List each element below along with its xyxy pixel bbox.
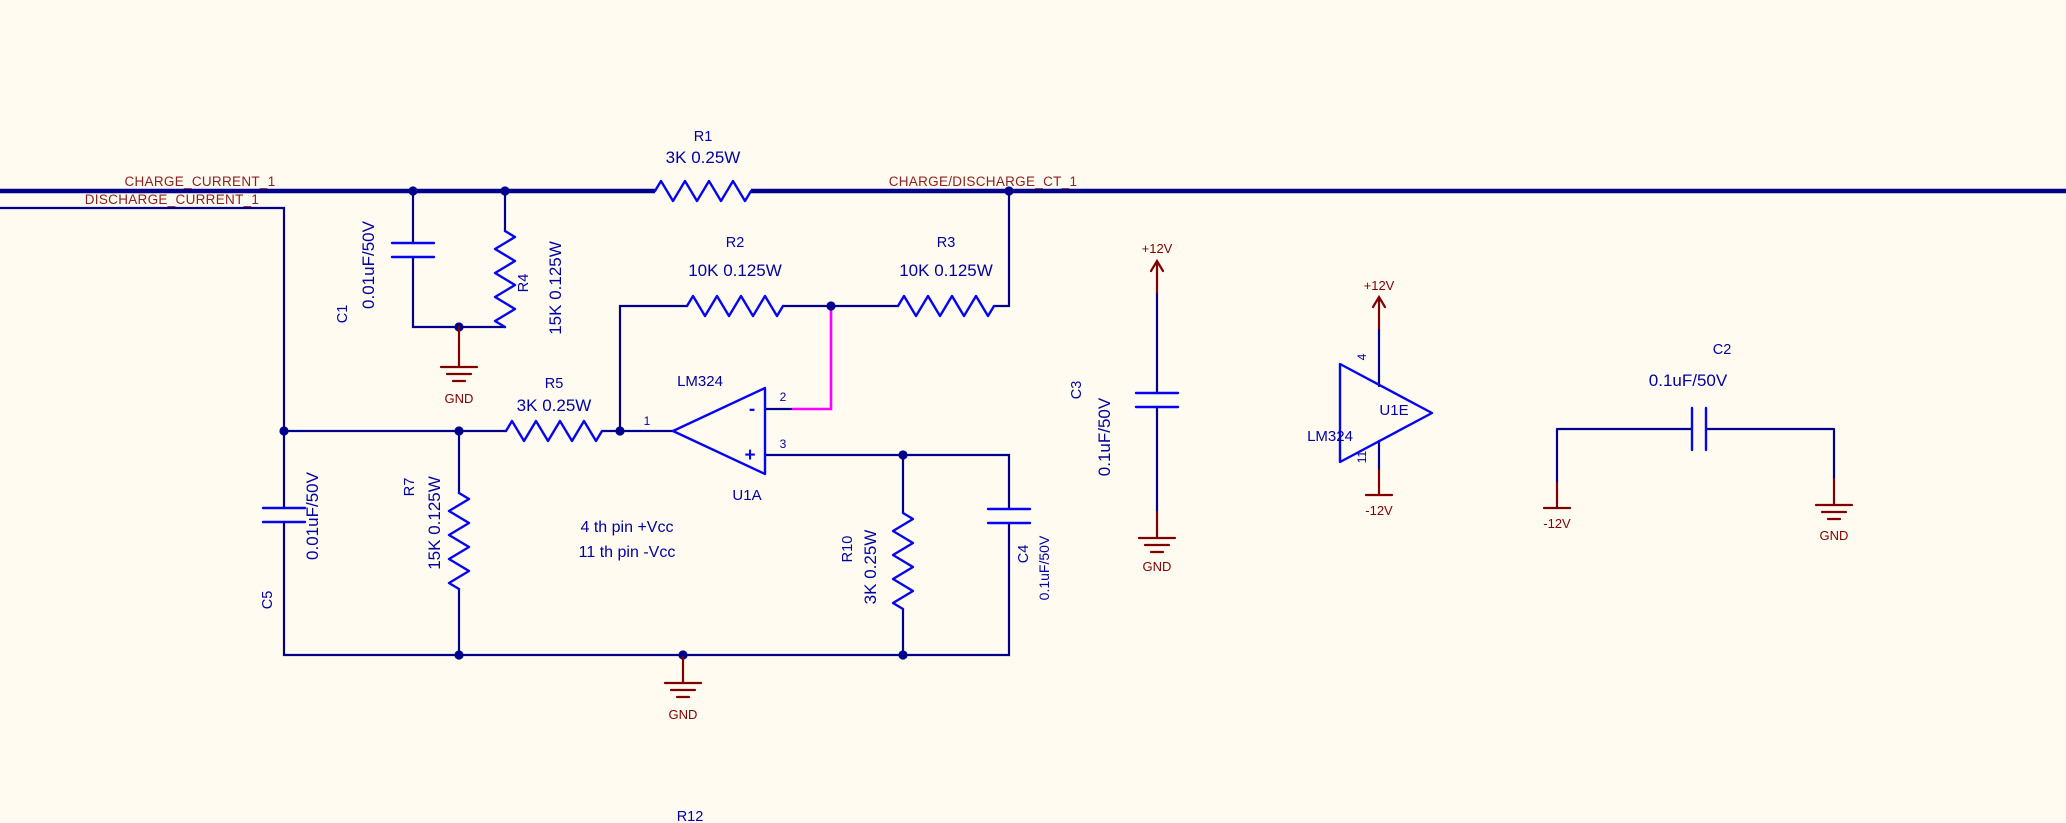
- note-vcc-line1[interactable]: 4 th pin +Vcc: [581, 519, 674, 536]
- wire-discharge-current[interactable]: [0, 206, 286, 510]
- junctions: [279, 186, 1014, 660]
- junction-dot[interactable]: [279, 426, 289, 436]
- value-label-R5[interactable]: 3K 0.25W: [517, 396, 592, 415]
- ref-label-C4[interactable]: C4: [1016, 545, 1032, 564]
- pin-number-U1A-1: 1: [644, 414, 651, 428]
- value-label-R1[interactable]: 3K 0.25W: [666, 148, 741, 167]
- value-label-R2[interactable]: 10K 0.125W: [688, 261, 782, 280]
- ref-label-R5[interactable]: R5: [545, 376, 564, 392]
- wire-c2[interactable]: [1555, 427, 1836, 485]
- resistor-R5-symbol[interactable]: [504, 419, 604, 443]
- value-label-R10[interactable]: 3K 0.25W: [861, 530, 880, 605]
- capacitor-C1-symbol[interactable]: [390, 241, 436, 259]
- junction-dot[interactable]: [408, 186, 418, 196]
- junction-dot[interactable]: [454, 426, 464, 436]
- value-label-C1[interactable]: 0.01uF/50V: [359, 220, 378, 309]
- resistor-R10-symbol[interactable]: [891, 511, 915, 611]
- wire-bottom-ground-rail[interactable]: [282, 520, 1011, 657]
- value-label-C4[interactable]: 0.1uF/50V: [1036, 535, 1052, 600]
- wires: [0, 188, 2066, 657]
- capacitor-C3-symbol[interactable]: [1134, 391, 1180, 409]
- ref-label-C1[interactable]: C1: [335, 305, 351, 324]
- power-symbols: [439, 259, 1854, 699]
- gnd-symbol[interactable]: [663, 655, 703, 699]
- junction-dot[interactable]: [898, 450, 908, 460]
- ref-label-R7[interactable]: R7: [402, 478, 418, 497]
- resistor-R3-symbol[interactable]: [896, 294, 996, 318]
- plus12v-label[interactable]: +12V: [1364, 278, 1395, 293]
- gnd-label[interactable]: GND: [1820, 528, 1849, 543]
- ref-label-C3[interactable]: C3: [1069, 381, 1085, 400]
- ref-label-U1A[interactable]: U1A: [732, 487, 761, 504]
- pin-number-U1E-11: 11: [1355, 450, 1369, 463]
- ref-label-R12[interactable]: R12: [677, 809, 704, 823]
- value-label-R3[interactable]: 10K 0.125W: [899, 261, 993, 280]
- part-label-U1A[interactable]: LM324: [677, 373, 723, 390]
- capacitor-C4-symbol[interactable]: [986, 507, 1032, 525]
- ref-label-R2[interactable]: R2: [726, 235, 745, 251]
- plus12v-symbol[interactable]: [1149, 259, 1165, 294]
- pin-number-U1E-4: 4: [1355, 353, 1369, 360]
- junction-dot[interactable]: [1004, 186, 1014, 196]
- gnd-symbol[interactable]: [1137, 510, 1177, 554]
- junction-dot[interactable]: [615, 426, 625, 436]
- value-label-C5[interactable]: 0.01uF/50V: [303, 471, 322, 560]
- ref-label-R1[interactable]: R1: [694, 129, 713, 145]
- resistor-R2-symbol[interactable]: [685, 294, 785, 318]
- ref-label-C2[interactable]: C2: [1713, 342, 1732, 358]
- capacitor-C5-symbol[interactable]: [261, 506, 307, 524]
- ref-label-R3[interactable]: R3: [937, 235, 956, 251]
- minus12v-label[interactable]: -12V: [1365, 503, 1393, 518]
- pin-number-U1A-2: 2: [780, 390, 787, 404]
- gnd-label[interactable]: GND: [1143, 559, 1172, 574]
- junction-dot[interactable]: [898, 650, 908, 660]
- net-label-charge-discharge-ct[interactable]: CHARGE/DISCHARGE_CT_1: [889, 174, 1078, 189]
- gnd-symbol[interactable]: [439, 339, 479, 383]
- net-label-discharge-current[interactable]: DISCHARGE_CURRENT_1: [85, 192, 259, 207]
- ref-label-C5[interactable]: C5: [260, 591, 276, 610]
- minus12v-symbol[interactable]: [1542, 481, 1572, 510]
- gnd-symbol[interactable]: [1814, 477, 1854, 521]
- resistor-R4-symbol[interactable]: [493, 229, 517, 329]
- ref-label-U1E[interactable]: U1E: [1379, 402, 1408, 419]
- symbols: [261, 179, 1708, 611]
- minus12v-label[interactable]: -12V: [1543, 516, 1571, 531]
- ref-label-R10[interactable]: R10: [840, 536, 856, 563]
- junction-dot[interactable]: [454, 650, 464, 660]
- value-label-R7[interactable]: 15K 0.125W: [425, 476, 444, 570]
- part-label-U1E[interactable]: LM324: [1307, 428, 1353, 445]
- note-vcc-line2[interactable]: 11 th pin -Vcc: [579, 544, 676, 561]
- gnd-label[interactable]: GND: [445, 391, 474, 406]
- junction-dot[interactable]: [500, 186, 510, 196]
- resistor-R7-symbol[interactable]: [447, 491, 471, 591]
- value-label-C3[interactable]: 0.1uF/50V: [1095, 397, 1114, 476]
- gnd-label[interactable]: GND: [669, 707, 698, 722]
- resistor-R1-symbol[interactable]: [653, 179, 753, 203]
- opamp-U1A-triangle[interactable]: [671, 386, 767, 476]
- wire-c1-r4[interactable]: [411, 189, 507, 329]
- ref-label-R4[interactable]: R4: [516, 274, 532, 293]
- noninverting-input-sign: +: [744, 445, 755, 466]
- capacitor-C2-symbol[interactable]: [1690, 406, 1708, 452]
- junction-dot[interactable]: [678, 650, 688, 660]
- value-label-C2[interactable]: 0.1uF/50V: [1649, 371, 1728, 390]
- wire-highlighted-inverting[interactable]: [792, 306, 833, 411]
- opamp-U1E-triangle[interactable]: [1338, 362, 1434, 464]
- value-label-R4[interactable]: 15K 0.125W: [546, 241, 565, 335]
- wire-noninverting-net[interactable]: [763, 453, 1011, 515]
- wire-r5-output-net[interactable]: [282, 304, 689, 433]
- plus12v-symbol[interactable]: [1371, 295, 1387, 330]
- junction-dot[interactable]: [826, 301, 836, 311]
- net-label-charge-current[interactable]: CHARGE_CURRENT_1: [124, 174, 275, 189]
- inverting-input-sign: -: [749, 399, 755, 420]
- minus12v-symbol[interactable]: [1364, 468, 1394, 497]
- pin-number-U1A-3: 3: [780, 437, 787, 451]
- plus12v-label[interactable]: +12V: [1142, 241, 1173, 256]
- wire-feedback-right[interactable]: [781, 189, 1011, 308]
